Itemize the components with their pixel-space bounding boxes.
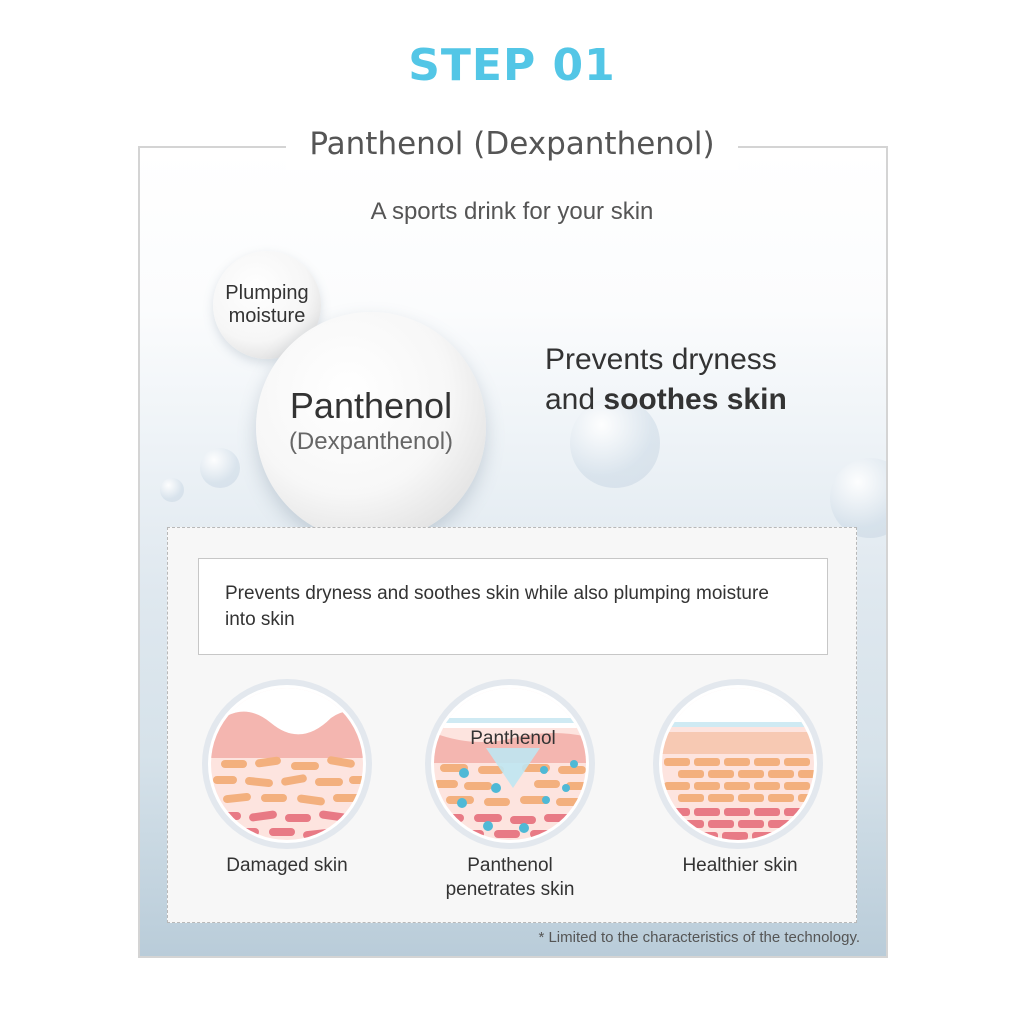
penetration-circle: Panthenol bbox=[425, 679, 595, 849]
plumping-bubble-line1: Plumping bbox=[225, 282, 309, 304]
panthenol-bubble-title: Panthenol bbox=[289, 385, 453, 426]
benefit-headline-bold: soothes skin bbox=[603, 383, 787, 416]
panthenol-tag: Panthenol bbox=[470, 728, 556, 749]
decorative-droplet bbox=[200, 448, 240, 488]
decorative-droplet bbox=[160, 478, 184, 502]
panel-subtitle: A sports drink for your skin bbox=[370, 198, 654, 225]
description-text: Prevents dryness and soothes skin while … bbox=[225, 583, 769, 630]
damaged-skin-circle bbox=[202, 679, 372, 849]
benefit-headline-line2: and soothes skin bbox=[545, 380, 865, 420]
benefit-headline: Prevents dryness and soothes skin bbox=[545, 340, 865, 420]
decorative-droplet bbox=[570, 398, 660, 488]
damaged-skin-icon bbox=[211, 688, 363, 840]
panel-title: Panthenol (Dexpanthenol) bbox=[309, 126, 715, 162]
plumping-bubble-line2: moisture bbox=[228, 305, 306, 327]
healthy-skin-circle bbox=[653, 679, 823, 849]
panel-title-background bbox=[286, 124, 738, 170]
description-box: Prevents dryness and soothes skin while … bbox=[198, 558, 828, 655]
panthenol-penetration-icon bbox=[434, 688, 586, 840]
healthy-skin-icon bbox=[662, 688, 814, 840]
damaged-skin-label: Damaged skin bbox=[226, 855, 348, 876]
step-title: STEP 01 bbox=[408, 40, 616, 91]
benefit-headline-line1: Prevents dryness bbox=[545, 343, 777, 376]
benefit-headline-prefix: and bbox=[545, 383, 604, 416]
footnote: * Limited to the characteristics of the … bbox=[538, 929, 860, 946]
penetration-label-line1: Panthenol bbox=[467, 855, 553, 876]
panthenol-bubble bbox=[256, 312, 486, 542]
panthenol-bubble-subtitle: (Dexpanthenol) bbox=[288, 428, 454, 455]
decorative-droplet bbox=[830, 458, 886, 538]
healthy-skin-label: Healthier skin bbox=[682, 855, 798, 876]
penetration-label-line2: penetrates skin bbox=[445, 879, 575, 900]
plumping-bubble-label: Plumping moisture bbox=[205, 282, 329, 328]
penetration-label: Panthenol penetrates skin bbox=[410, 854, 610, 902]
